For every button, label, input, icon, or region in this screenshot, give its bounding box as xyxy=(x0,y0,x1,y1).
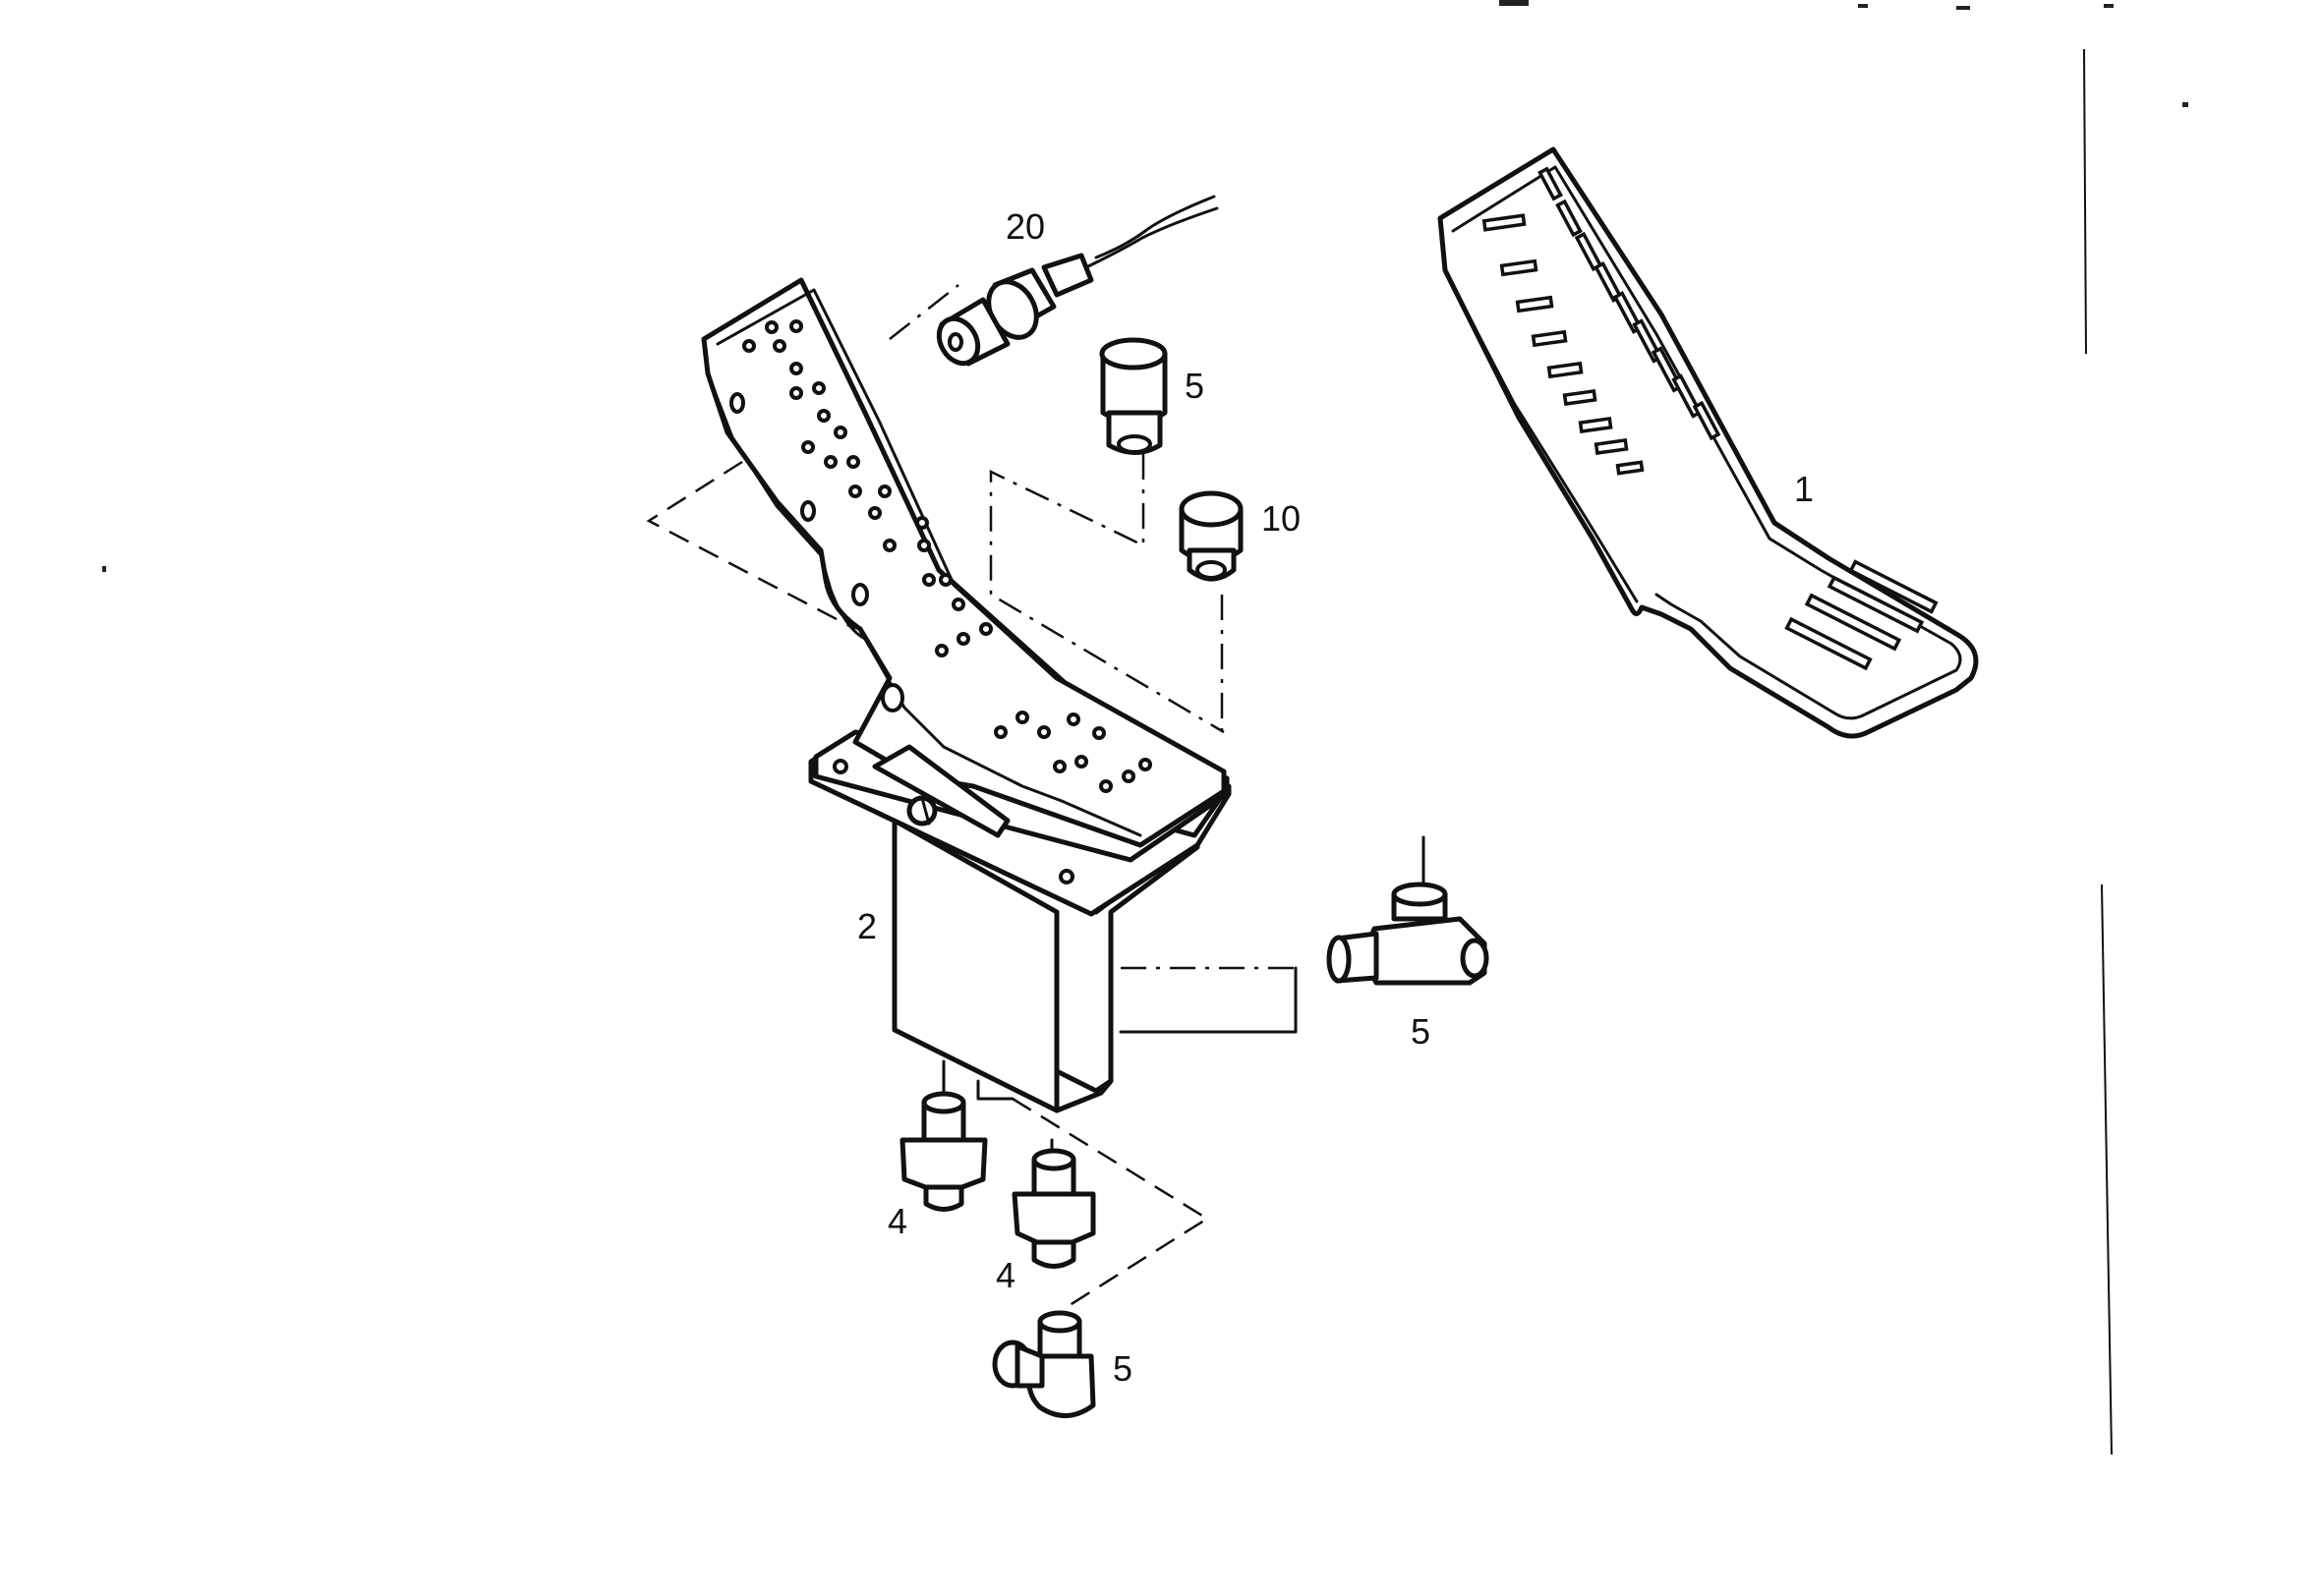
callout-2: 2 xyxy=(857,906,877,946)
callout-labels: 1 2 4 4 5 5 5 10 20 xyxy=(857,206,1814,1389)
callout-4-center: 4 xyxy=(996,1255,1015,1295)
elbow-fitting-part-5-bottom xyxy=(992,1310,1096,1418)
pedal-holes xyxy=(729,319,1152,884)
callout-5-bottom: 5 xyxy=(1113,1348,1132,1389)
leader-lines xyxy=(646,284,1425,1309)
callout-4-left: 4 xyxy=(888,1201,907,1241)
pedal-pad-part-1 xyxy=(1437,146,1979,739)
plug-part-10 xyxy=(1179,490,1244,582)
pedal-valve-assembly-part-2 xyxy=(701,277,1232,1113)
elbow-fitting-part-5-right xyxy=(1326,882,1489,986)
callout-10: 10 xyxy=(1261,498,1301,539)
scan-edge-marks xyxy=(102,0,2188,1455)
callout-20: 20 xyxy=(1006,206,1045,247)
adapter-part-4-center xyxy=(1012,1148,1096,1269)
pad-slots xyxy=(1481,166,1939,671)
adapter-part-4-left xyxy=(899,1091,988,1212)
sensor-part-20 xyxy=(936,195,1219,367)
fitting-part-5-top xyxy=(1099,337,1168,455)
callout-5-top: 5 xyxy=(1185,366,1204,406)
callout-1: 1 xyxy=(1794,469,1814,509)
callout-5-right: 5 xyxy=(1411,1011,1430,1052)
